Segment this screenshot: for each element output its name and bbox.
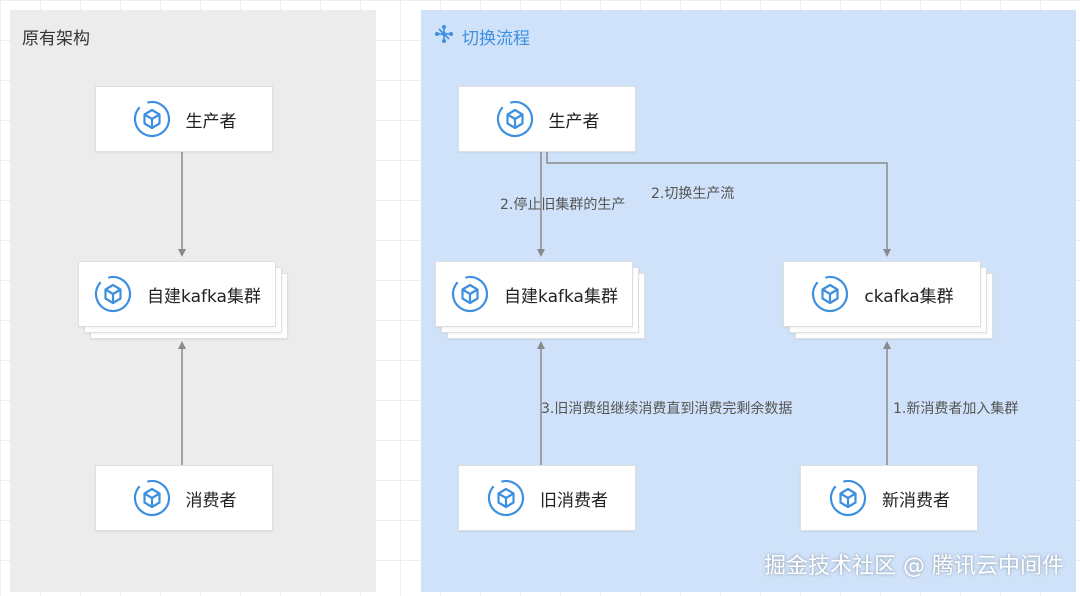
old-consumer-label: 旧消费者 [540,490,608,511]
ckafka-label: ckafka集群 [864,286,954,307]
flow-icon [435,25,453,43]
left-cluster-label: 自建kafka集群 [147,286,261,307]
new-consumer-label: 新消费者 [882,490,950,511]
cluster-icon [451,275,489,313]
cluster-icon [812,275,849,313]
producer-icon [496,100,533,138]
consumer-icon [829,479,867,517]
edge-right-producer-to-ckafka [546,152,891,257]
right-producer-label: 生产者 [548,111,600,132]
switch-process-title: 切换流程 [462,29,530,49]
old-consumer-drain-label: 3.旧消费组继续消费直到消费完剩余数据 [541,401,793,417]
original-architecture-title: 原有架构 [22,29,90,49]
consumer-icon [487,479,525,517]
watermark-text: 掘金技术社区 @ 腾讯云中间件 [764,554,1064,579]
left-consumer-label: 消费者 [185,490,237,511]
right-self-cluster-label: 自建kafka集群 [504,286,618,307]
cluster-icon [94,275,132,313]
switch-production-flow-label: 2.切换生产流 [651,186,735,202]
producer-icon [133,100,170,138]
consumer-icon [133,479,170,517]
new-consumer-join-label: 1.新消费者加入集群 [893,401,1019,417]
stop-old-production-label: 2.停止旧集群的生产 [500,197,626,213]
left-producer-label: 生产者 [185,111,237,132]
